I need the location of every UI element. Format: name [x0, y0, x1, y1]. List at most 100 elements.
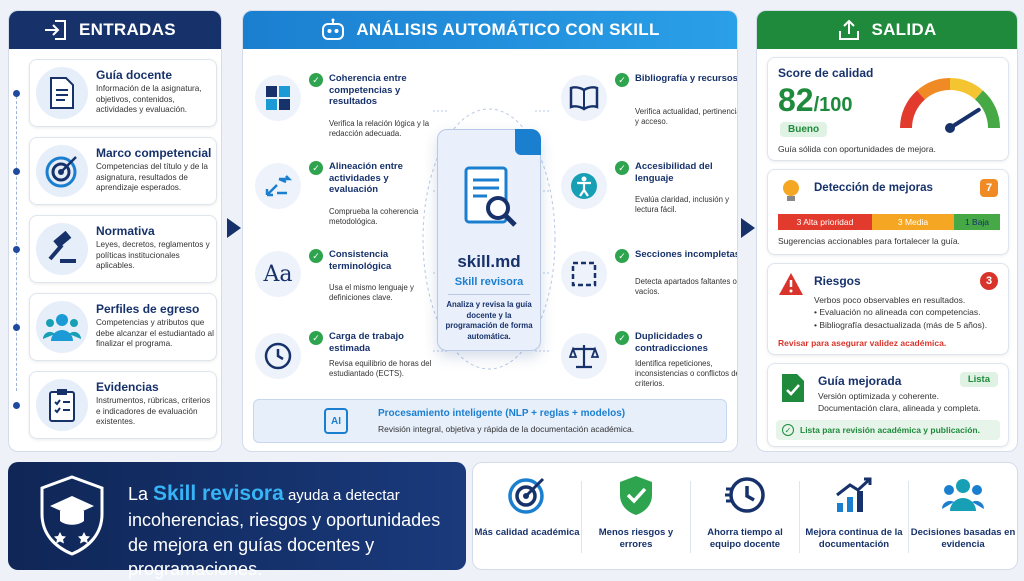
improved-desc-line: Documentación clara, alineada y completa… — [818, 403, 981, 414]
inputs-header: ENTRADAS — [9, 11, 221, 49]
input-card-desc: Instrumentos, rúbricas, criterios e indi… — [96, 396, 211, 427]
banner-line3: de mejora en guías docentes y programaci… — [128, 534, 375, 579]
benefit-improvement: Mejora continua de la documentación — [800, 473, 908, 563]
score-gauge — [900, 78, 1000, 133]
benefit-time: Ahorra tiempo al equipo docente — [691, 473, 799, 563]
input-card-title: Evidencias — [96, 380, 159, 394]
check-carga: ✓ Carga de trabajo estimada Revisa equil… — [255, 329, 435, 401]
improvements-desc: Sugerencias accionables para fortalecer … — [778, 236, 960, 246]
check-icon: ✓ — [615, 249, 629, 263]
input-card-guia[interactable]: Guía docente Información de la asignatur… — [29, 59, 217, 127]
check-icon: ✓ — [309, 161, 323, 175]
input-card-evidencias[interactable]: Evidencias Instrumentos, rúbricas, crite… — [29, 371, 217, 439]
score-desc: Guía sólida con oportunidades de mejora. — [778, 144, 936, 154]
improvements-card[interactable]: Detección de mejoras 7 3 Alta prioridad … — [767, 169, 1009, 255]
input-card-perfiles[interactable]: Perfiles de egreso Competencias y atribu… — [29, 293, 217, 361]
check-icon: ✓ — [615, 331, 629, 345]
check-desc: Verifica la relación lógica y la redacci… — [329, 119, 430, 139]
risks-count: 3 — [980, 272, 998, 290]
gavel-icon — [36, 223, 88, 275]
ready-text: Lista para revisión académica y publicac… — [800, 425, 980, 435]
improvements-title: Detección de mejoras — [814, 182, 933, 194]
benefit-label: Decisiones basadas en evidencia — [910, 527, 1016, 551]
analysis-panel: ANÁLISIS AUTOMÁTICO CON SKILL ✓ Coherenc… — [242, 10, 738, 452]
score-card[interactable]: Score de calidad 82/100 Bueno Guía sólid… — [767, 57, 1009, 161]
check-desc: Detecta apartados faltantes o vacíos. — [635, 277, 737, 297]
input-card-normativa[interactable]: Normativa Leyes, decretos, reglamentos y… — [29, 215, 217, 283]
benefit-evidence: Decisiones basadas en evidencia — [909, 473, 1017, 563]
login-icon — [45, 20, 66, 40]
connector-dot — [13, 90, 20, 97]
clock-icon — [255, 333, 301, 379]
improved-guide-card[interactable]: Guía mejorada Lista Versión optimizada y… — [767, 363, 1009, 447]
connector-dot — [13, 402, 20, 409]
risk-item: • Evaluación no alineada con competencia… — [814, 307, 981, 318]
risks-card[interactable]: Riesgos 3 Verbos poco observables en res… — [767, 263, 1009, 355]
check-title: Bibliografía y recursos — [635, 73, 738, 84]
improved-desc-line: Versión optimizada y coherente. — [818, 391, 939, 401]
check-icon: ✓ — [615, 161, 629, 175]
page-fold — [515, 129, 541, 155]
input-card-marco[interactable]: Marco competencial Competencias del títu… — [29, 137, 217, 205]
banner-highlight: Skill revisora — [153, 482, 284, 505]
lightbulb-icon — [783, 180, 799, 201]
banner-line2: incoherencias, riesgos y oportunidades — [128, 510, 441, 531]
check-alineacion: ✓ Alineación entre actividades y evaluac… — [255, 159, 435, 231]
robot-icon — [322, 18, 345, 40]
benefit-risk: Menos riesgos y errores — [582, 473, 690, 563]
check-desc: Comprueba la coherencia metodológica. — [329, 207, 419, 227]
check-desc: Revisa equilibrio de horas del estudiant… — [329, 359, 432, 379]
scale-icon — [561, 333, 607, 379]
check-title: Duplicidades o contradicciones — [635, 331, 708, 354]
dashed-square-icon — [561, 251, 607, 297]
banner-text: La Skill revisora ayuda a detectar incoh… — [128, 480, 458, 581]
upload-icon — [839, 19, 860, 40]
warning-icon — [779, 273, 803, 295]
puzzle-icon — [255, 75, 301, 121]
priority-bar: 3 Alta prioridad 3 Media 1 Baja — [778, 214, 1000, 230]
skill-document[interactable]: skill.md Skill revisora Analiza y revisa… — [437, 129, 541, 351]
input-card-title: Guía docente — [96, 68, 173, 82]
skill-subtitle: Skill revisora — [454, 276, 524, 288]
improved-badge: Lista — [959, 372, 998, 387]
benefit-label: Ahorra tiempo al equipo docente — [707, 527, 783, 551]
target-icon — [36, 145, 88, 197]
book-icon — [561, 75, 607, 121]
gauge-needle — [948, 107, 981, 130]
processing-title: Procesamiento inteligente (NLP + reglas … — [378, 408, 626, 419]
priority-low: 1 Baja — [954, 214, 1000, 230]
check-title: Coherencia entre competencias y resultad… — [329, 73, 407, 108]
check-terminologia: Aa ✓ Consistencia terminológica Usa el m… — [255, 247, 435, 319]
separator — [690, 481, 691, 553]
processing-desc: Revisión integral, objetiva y rápida de … — [378, 424, 635, 434]
input-card-desc: Leyes, decretos, reglamentos y políticas… — [96, 240, 210, 271]
connector-dot — [13, 168, 20, 175]
benefit-label: Mejora continua de la documentación — [805, 527, 903, 551]
benefit-label: Más calidad académica — [474, 527, 580, 538]
check-icon: ✓ — [309, 331, 323, 345]
analysis-header: ANÁLISIS AUTOMÁTICO CON SKILL — [243, 11, 737, 49]
input-card-desc: Competencias y atributos que debe alcanz… — [96, 318, 214, 349]
document-icon — [36, 67, 88, 119]
risk-item: • Bibliografía desactualizada (más de 5 … — [814, 319, 988, 330]
connector-dot — [13, 324, 20, 331]
document-search-icon — [464, 166, 517, 227]
connector-dot — [13, 246, 20, 253]
summary-banner: La Skill revisora ayuda a detectar incoh… — [8, 462, 466, 579]
document-check-icon — [782, 374, 804, 402]
check-duplicidades: ✓ Duplicidades o contradicciones Identif… — [561, 329, 738, 401]
improved-desc: Versión optimizada y coherente. Document… — [818, 390, 981, 415]
input-card-title: Normativa — [96, 224, 155, 238]
score-value-wrap: 82/100 — [778, 82, 853, 119]
separator — [908, 481, 909, 553]
output-title: SALIDA — [871, 20, 937, 39]
ready-strip: ✓ Lista para revisión académica y public… — [776, 420, 1000, 440]
benefits-panel: Más calidad académica Menos riesgos y er… — [472, 462, 1018, 570]
check-title: Alineación entre actividades y evaluació… — [329, 161, 403, 196]
check-desc: Identifica repeticiones, inconsistencias… — [635, 359, 738, 389]
improved-title: Guía mejorada — [818, 374, 902, 388]
priority-medium: 3 Media — [872, 214, 954, 230]
score-value: 82 — [778, 82, 814, 118]
input-card-title: Perfiles de egreso — [96, 302, 200, 316]
score-suffix: /100 — [813, 94, 853, 116]
